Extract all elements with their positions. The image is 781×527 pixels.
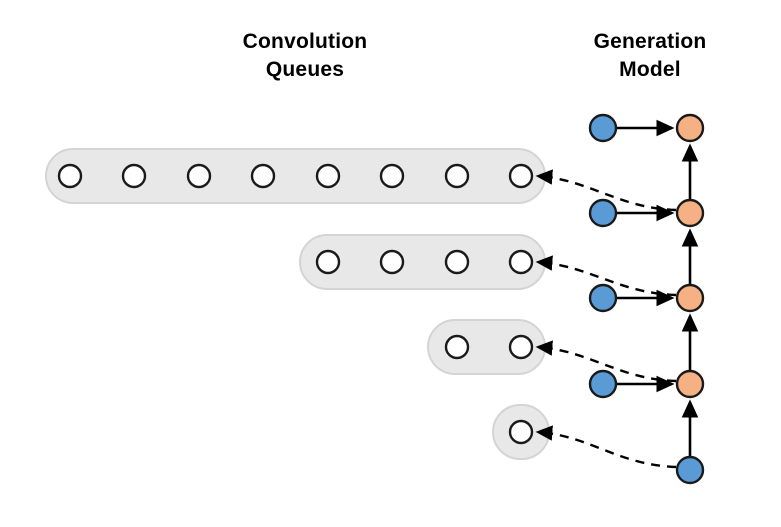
queue-cell-2-4 xyxy=(508,249,534,275)
queue-cell-3-2 xyxy=(508,334,534,360)
queue-cell-4-1 xyxy=(508,419,534,445)
queue-cell-1-4 xyxy=(250,163,276,189)
queue-cell-1-2 xyxy=(121,163,147,189)
queue-cell-1-1 xyxy=(57,163,83,189)
queue-cell-1-6 xyxy=(379,163,405,189)
convolution-queues-group xyxy=(45,148,550,460)
feedback-arrow-4 xyxy=(535,425,677,469)
generation-output-node-1 xyxy=(675,113,705,143)
generation-model-nodes xyxy=(588,113,705,485)
queue-cell-1-5 xyxy=(315,163,341,189)
generation-output-node-2 xyxy=(675,198,705,228)
generation-output-node-5 xyxy=(675,455,705,485)
queue-cell-1-8 xyxy=(508,163,534,189)
queue-pill-1 xyxy=(45,148,546,204)
queue-cell-2-3 xyxy=(444,249,470,275)
generation-output-node-3 xyxy=(675,283,705,313)
generation-input-node-2 xyxy=(588,198,618,228)
queue-cell-2-2 xyxy=(379,249,405,275)
queue-cell-2-1 xyxy=(315,249,341,275)
generation-input-node-1 xyxy=(588,113,618,143)
feedback-arrow-1 xyxy=(535,169,677,212)
generation-input-node-4 xyxy=(588,369,618,399)
generation-output-node-4 xyxy=(675,369,705,399)
page-title-convolution-queues: Convolution Queues xyxy=(242,30,368,81)
feedback-arrow-3 xyxy=(535,340,677,383)
queue-cell-3-1 xyxy=(444,334,470,360)
queue-cell-1-7 xyxy=(444,163,470,189)
queue-cell-1-3 xyxy=(186,163,212,189)
generation-model-edges xyxy=(535,119,699,469)
generation-input-node-3 xyxy=(588,283,618,313)
feedback-arrow-2 xyxy=(535,255,677,297)
page-title-generation-model: Generation Model xyxy=(593,30,707,81)
